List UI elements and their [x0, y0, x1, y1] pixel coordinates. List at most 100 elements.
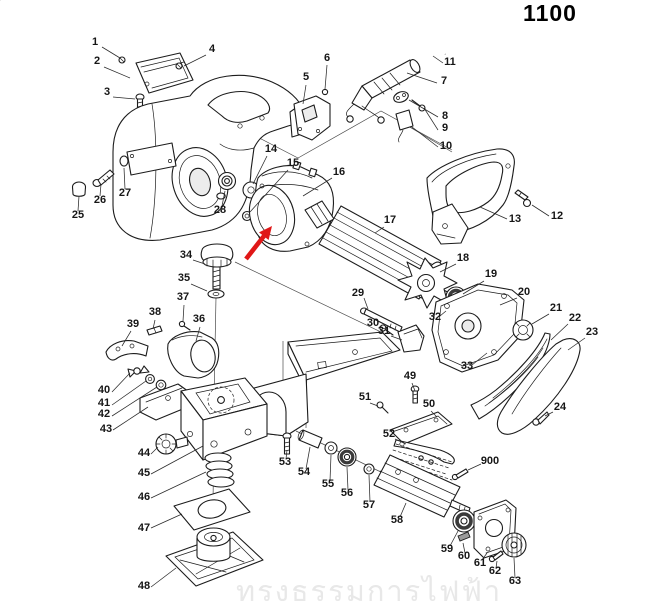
- leader-line-26: [100, 184, 101, 196]
- front-grip-36-drawing: [168, 332, 219, 378]
- top-cover-plate-drawing: [0, 0, 193, 112]
- leader-line-37: [183, 305, 184, 321]
- part-label-45: 45: [138, 467, 150, 479]
- part-label-2: 2: [94, 55, 100, 67]
- part-label-28: 28: [214, 204, 226, 216]
- washer-41-icon: [146, 375, 155, 384]
- lock-knob-44-icon: [156, 434, 188, 454]
- part-label-61: 61: [474, 557, 486, 569]
- leader-line-4: [184, 55, 206, 66]
- leader-line-18: [440, 264, 456, 272]
- model-number-title: 1100: [523, 0, 577, 26]
- pulley-21-icon: [513, 320, 533, 340]
- part-label-26: 26: [94, 194, 106, 206]
- leader-line-10: [412, 127, 438, 147]
- leader-line-2: [104, 67, 130, 78]
- part-label-51: 51: [359, 391, 371, 403]
- leader-line-23: [568, 338, 585, 350]
- part-label-47: 47: [138, 522, 150, 534]
- pulley-63-icon: [502, 533, 526, 557]
- leader-line-57: [369, 475, 370, 502]
- part-label-14: 14: [265, 143, 278, 155]
- part-label-38: 38: [149, 306, 161, 318]
- leader-line-21: [532, 314, 549, 324]
- leader-line-56: [347, 467, 348, 490]
- field-terminal: [309, 168, 317, 177]
- part-label-20: 20: [518, 286, 530, 298]
- part-label-55: 55: [322, 478, 334, 490]
- leader-line-50: [431, 411, 437, 417]
- part-label-53: 53: [279, 456, 291, 468]
- part-label-22: 22: [569, 312, 581, 324]
- part-label-32: 32: [429, 311, 441, 323]
- leader-line-19: [463, 281, 484, 294]
- leader-line-44: [151, 447, 158, 454]
- part-label-56: 56: [341, 487, 353, 499]
- leader-line-61: [482, 553, 487, 560]
- highlight-arrow: [246, 226, 272, 259]
- leader-line-36: [196, 327, 200, 341]
- leader-line-46: [151, 472, 206, 498]
- part-label-54: 54: [298, 466, 311, 478]
- part-label-49: 49: [404, 370, 416, 382]
- part-label-15: 15: [287, 157, 299, 169]
- cord-guard-11-icon: [414, 49, 445, 60]
- switch-5-drawing: [290, 89, 330, 140]
- part-label-44: 44: [138, 447, 151, 459]
- part-label-25: 25: [72, 209, 84, 221]
- part-label-8: 8: [442, 110, 448, 122]
- leader-line-42: [112, 387, 157, 416]
- leader-line-3: [113, 97, 135, 99]
- part-label-60: 60: [458, 550, 470, 562]
- leader-line-58: [400, 503, 406, 517]
- screw-6-icon: [322, 89, 327, 94]
- leader-line-59: [450, 531, 458, 546]
- leader-line-40: [112, 373, 130, 392]
- cutter-drum-58-drawing: [374, 455, 470, 517]
- leader-line-52: [395, 439, 406, 444]
- leader-line-17: [375, 227, 384, 233]
- leader-line-33: [472, 353, 487, 365]
- leader-line-34: [193, 260, 205, 264]
- leader-line-45: [151, 446, 203, 474]
- brush-cap-25-icon: [73, 182, 86, 196]
- leader-line-9: [424, 108, 438, 130]
- carbon-brush-26-icon: [93, 170, 114, 187]
- part-label-52: 52: [383, 428, 395, 440]
- part-label-33: 33: [461, 360, 473, 372]
- bearing-28-icon: [217, 173, 236, 200]
- leader-line-31: [391, 336, 402, 340]
- spring-46-drawing: [205, 453, 234, 487]
- leader-line-63: [514, 558, 515, 578]
- leader-line-32: [440, 311, 446, 316]
- leader-line-54: [306, 447, 310, 469]
- part-label-6: 6: [324, 52, 330, 64]
- leader-line-24: [545, 412, 553, 416]
- washer-55-icon: [325, 442, 337, 454]
- key-60-icon: [458, 532, 470, 541]
- part-label-34: 34: [180, 249, 193, 261]
- gear-housing-plate-20-drawing: [432, 284, 524, 372]
- part-label-36: 36: [193, 313, 205, 325]
- leader-line-11: [433, 56, 443, 63]
- part-label-9: 9: [442, 122, 448, 134]
- part-label-27: 27: [119, 187, 131, 199]
- part-label-46: 46: [138, 491, 150, 503]
- planer-body-drawing: [181, 332, 400, 460]
- part-label-10: 10: [440, 140, 452, 152]
- leader-line-55: [330, 455, 331, 481]
- leader-line-27: [124, 168, 125, 189]
- part-label-50: 50: [423, 398, 435, 410]
- part-label-19: 19: [485, 268, 497, 280]
- watermark-text: ทรงธรรมการไฟฟ้า: [236, 576, 503, 608]
- part-label-21: 21: [550, 302, 562, 314]
- ring-terminal-icon: [378, 117, 384, 123]
- part-label-43: 43: [100, 423, 112, 435]
- chip-deflector-39-drawing: [106, 341, 148, 360]
- leader-line-60: [463, 543, 465, 553]
- part-label-13: 13: [509, 213, 521, 225]
- part-label-57: 57: [363, 499, 375, 511]
- leader-line-22: [551, 324, 568, 340]
- leader-line-900: [468, 464, 481, 470]
